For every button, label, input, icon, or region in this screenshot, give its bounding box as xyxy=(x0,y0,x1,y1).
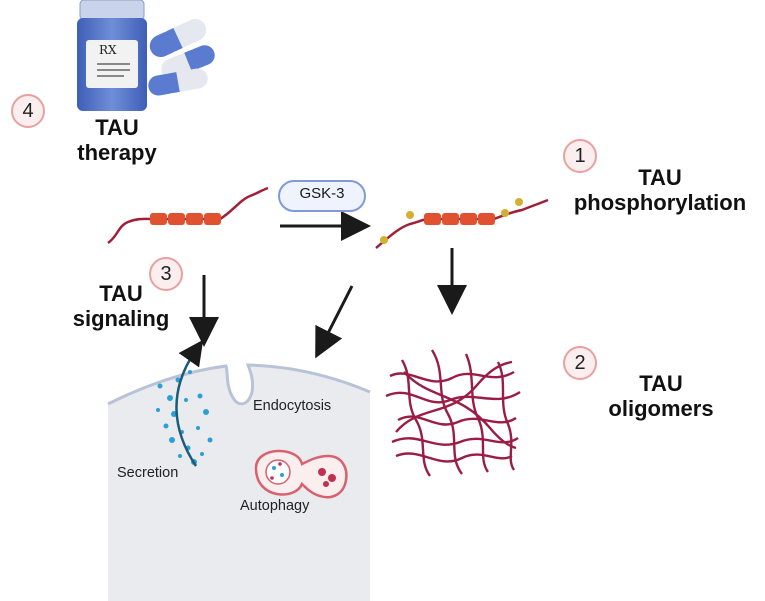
step-badge-four: 4 xyxy=(11,94,45,128)
secretion-label: Secretion xyxy=(117,465,179,481)
step-badge-two: 2 xyxy=(563,346,597,380)
gsk3-enzyme-badge: GSK-3 xyxy=(278,180,366,212)
pill-bottle-icon xyxy=(77,0,147,111)
tau-protein-strand xyxy=(107,186,269,245)
step-badge-one: 1 xyxy=(563,139,597,173)
tau-oligomer-tangle xyxy=(385,349,521,477)
secretion-vesicles xyxy=(156,370,213,465)
rx-symbol: RX xyxy=(99,43,117,57)
autophagy-label: Autophagy xyxy=(240,498,310,514)
secretion-arrow xyxy=(175,339,204,467)
autophagosome-icon xyxy=(254,449,348,499)
capsule-icon xyxy=(148,18,215,96)
endocytosis-label: Endocytosis xyxy=(253,398,332,414)
uptake-arrow xyxy=(315,285,354,359)
phosphorylated-tau-strand xyxy=(375,198,549,249)
step-badge-three: 3 xyxy=(149,257,183,291)
phosphate-group xyxy=(380,198,523,244)
